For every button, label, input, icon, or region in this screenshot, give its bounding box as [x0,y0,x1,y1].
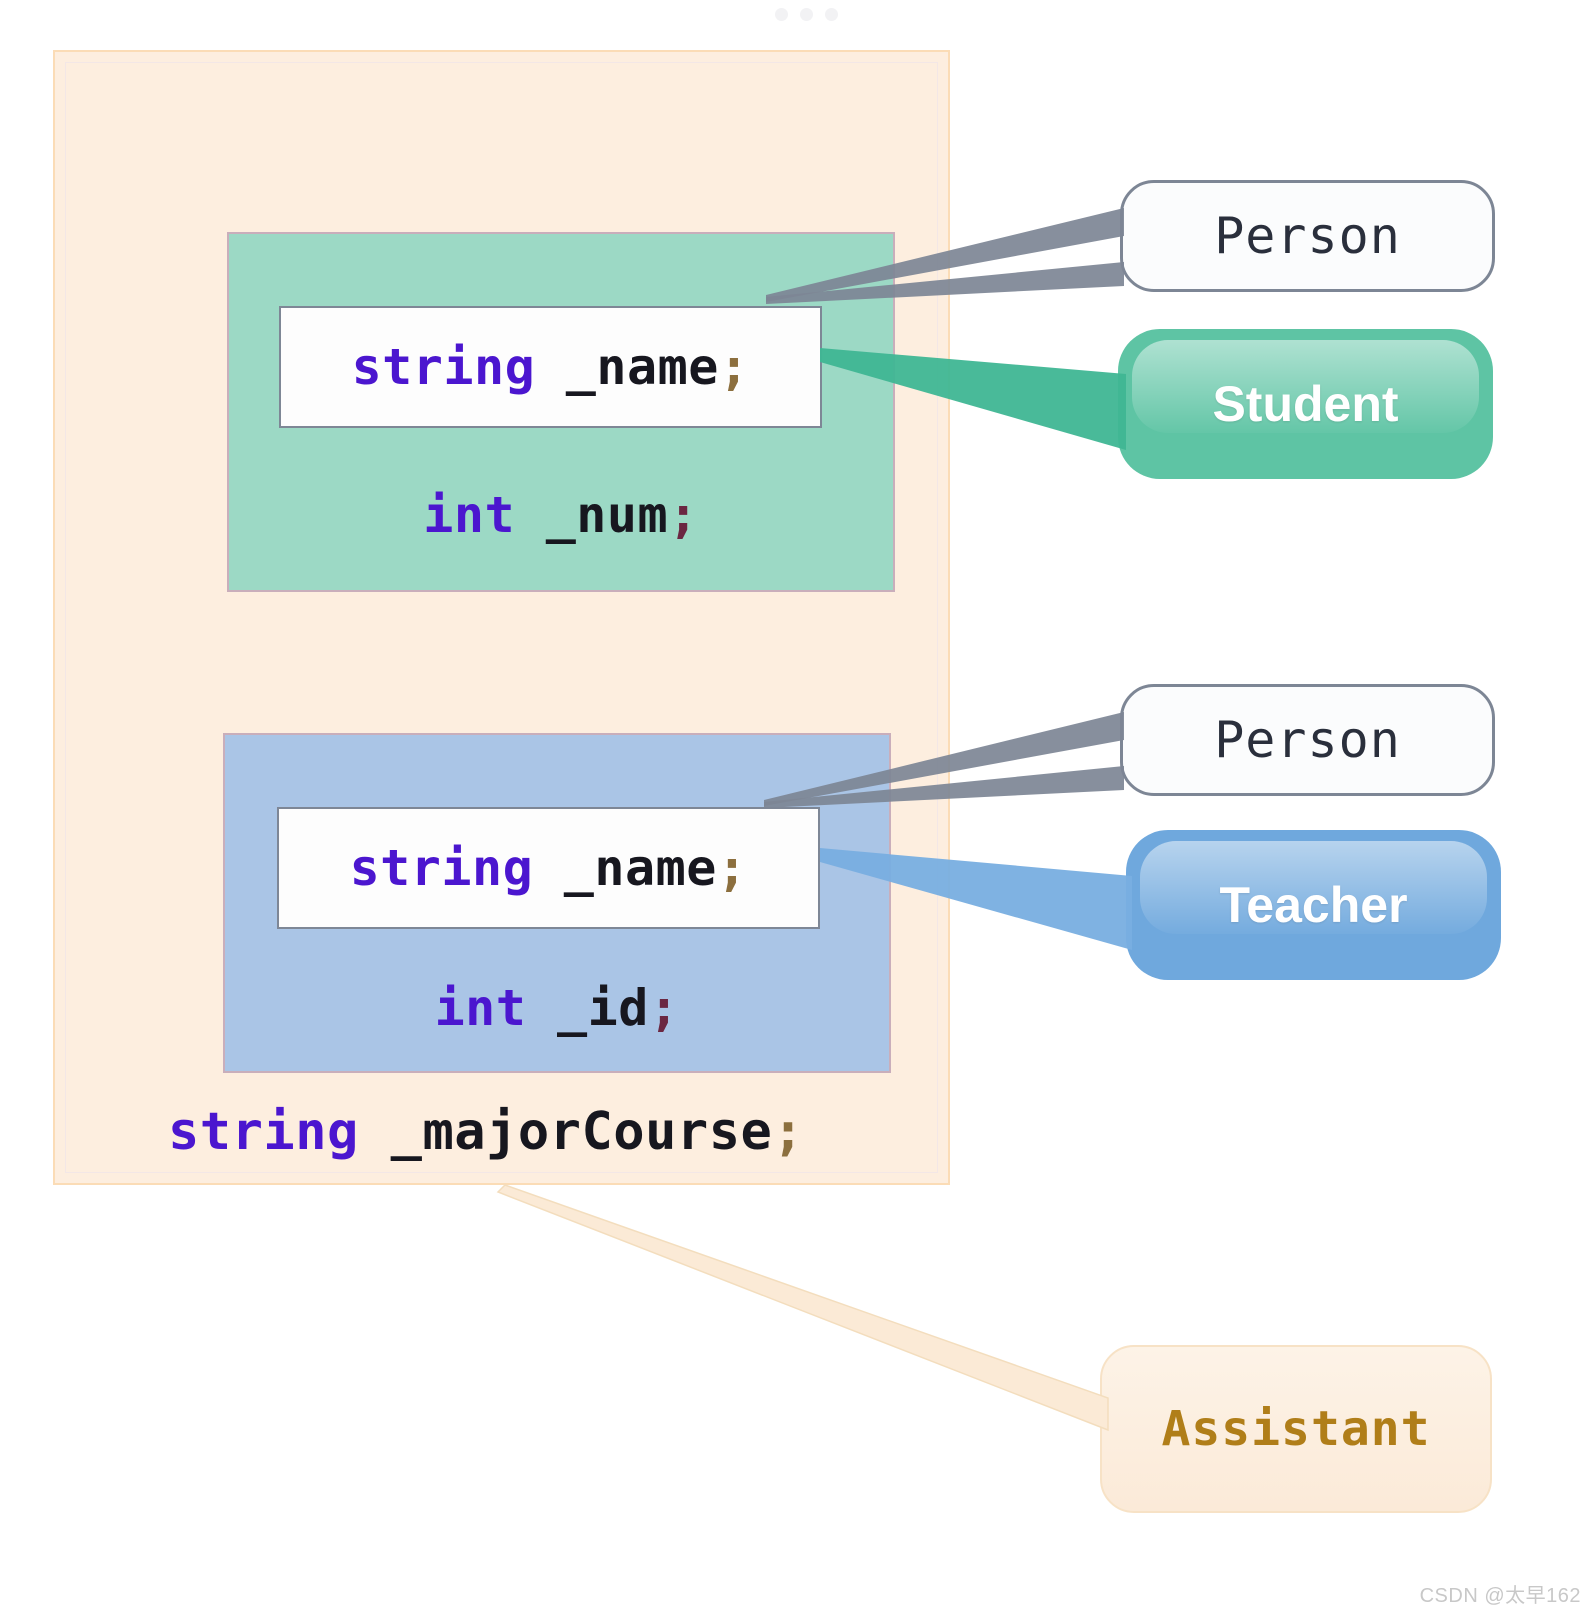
dot-icon [800,8,813,21]
teacher-inherited-keyword: string [349,839,534,897]
teacher-own-field-line: int _id; [225,979,889,1037]
class-node-student[interactable]: Student [1118,329,1493,479]
class-node-assistant-label: Assistant [1161,1401,1431,1457]
student-own-field-line: int _num; [229,486,893,544]
assistant-own-keyword: string [168,1102,359,1162]
class-node-person-2[interactable]: Person [1120,684,1495,796]
student-inherited-semicolon: ; [718,338,750,396]
class-node-student-label: Student [1212,376,1399,432]
student-member-box: string _name; int _num; [227,232,895,592]
base-class-members-container: string _name; int _num; string _name; in… [53,50,950,1185]
class-node-teacher[interactable]: Teacher [1126,830,1501,980]
teacher-own-semicolon: ; [648,979,680,1037]
assistant-own-identifier: _majorCourse [358,1102,773,1162]
dot-icon [775,8,788,21]
teacher-own-field: int _id; [435,979,680,1037]
teacher-inherited-field: string _name; [350,839,748,897]
teacher-inherited-identifier: _name [533,839,717,897]
inherited-field-box-teacher: string _name; [277,807,820,929]
student-inherited-field: string _name; [352,338,750,396]
inherited-field-box-student: string _name; [279,306,822,428]
teacher-own-identifier: _id [526,979,649,1037]
teacher-own-keyword: int [434,979,527,1037]
class-node-person-1-label: Person [1214,207,1401,265]
teacher-inherited-semicolon: ; [716,839,748,897]
student-own-keyword: int [423,486,516,544]
student-inherited-identifier: _name [535,338,719,396]
class-node-assistant[interactable]: Assistant [1100,1345,1492,1513]
class-node-teacher-label: Teacher [1219,877,1408,933]
student-own-field: int _num; [423,486,698,544]
connector-container-to-assistant [496,1184,1109,1432]
watermark: CSDN @太早162 [1419,1585,1581,1607]
assistant-own-field-line: string _majorCourse; [168,1102,804,1162]
assistant-own-semicolon: ; [772,1102,805,1162]
teacher-member-box: string _name; int _id; [223,733,891,1073]
student-own-identifier: _num [515,486,669,544]
class-node-person-2-label: Person [1214,711,1401,769]
student-own-semicolon: ; [668,486,699,544]
assistant-own-field: string _majorCourse; [168,1102,804,1162]
class-node-person-1[interactable]: Person [1120,180,1495,292]
student-inherited-keyword: string [351,338,536,396]
dot-icon [825,8,838,21]
ellipsis-dots-icon [775,8,838,21]
